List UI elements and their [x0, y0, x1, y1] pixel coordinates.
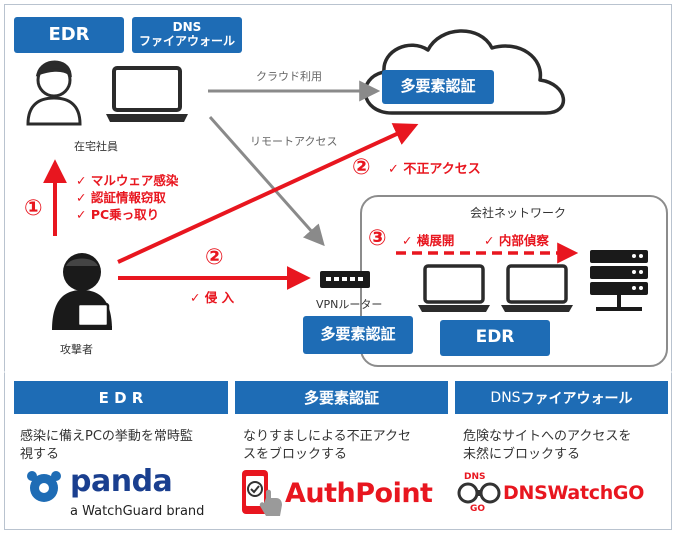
- remote-access-arrow: [208, 116, 325, 247]
- attacker-icon: [52, 253, 112, 330]
- corp-laptop-icon: [501, 264, 573, 312]
- mfa-desc-line: スをブロックする: [243, 447, 348, 462]
- remote-access-label: リモートアクセス: [250, 135, 338, 148]
- step3-number: ③: [368, 226, 387, 251]
- panda-brand-sub: a WatchGuard brand: [70, 504, 205, 519]
- bottom-mfa-title: 多要素認証: [303, 389, 379, 407]
- corp-edr-box: EDR: [440, 320, 550, 356]
- step3-label-lateral: ✓ 横展開: [402, 233, 455, 248]
- cloud-use-label: クラウド利用: [256, 70, 322, 83]
- attacker-label: 攻撃者: [60, 343, 93, 356]
- vpn-mfa-label: 多要素認証: [320, 325, 396, 344]
- unauthorized-access-arrow: [117, 123, 419, 264]
- step1-number: ①: [24, 196, 43, 221]
- step3-label-recon: ✓ 内部偵察: [484, 233, 549, 248]
- panda-logo-icon: [27, 471, 61, 502]
- edr-desc-line: 視する: [20, 447, 60, 462]
- step2a-number: ②: [352, 155, 371, 180]
- dns-desc-line: 未然にブロックする: [463, 447, 581, 462]
- cloud-mfa-label: 多要素認証: [400, 77, 476, 96]
- edr-tag: EDR: [14, 17, 124, 53]
- step1-item: ✓ PC乗っ取り: [76, 207, 160, 222]
- step1-list: ✓ マルウェア感染 ✓ 認証情報窃取 ✓ PC乗っ取り: [76, 172, 178, 223]
- step2a-label: ✓ 不正アクセス: [388, 162, 481, 177]
- step2b-label: ✓ 侵 入: [190, 290, 235, 305]
- edr-tag-label: EDR: [48, 23, 90, 45]
- dns-tag-line1: DNS: [172, 20, 202, 35]
- mfa-desc-line: なりすましによる不正アクセ: [243, 429, 411, 444]
- bottom-edr-header: E D R: [14, 381, 228, 414]
- person-icon: [26, 60, 82, 126]
- bottom-dns-desc: 危険なサイトへのアクセスを 未然にブロックする: [463, 428, 631, 464]
- cloud-mfa-box: 多要素認証: [382, 70, 494, 104]
- laptop-icon: [106, 66, 188, 122]
- dnswatchgo-brand-name: DNSWatchGO: [503, 482, 645, 504]
- dns-firewall-tag: DNS ファイアウォール: [132, 17, 242, 53]
- panda-brand-name: panda: [70, 464, 173, 499]
- bottom-edr-title: E D R: [98, 388, 144, 407]
- dnswatchgo-binoculars-icon: [457, 482, 501, 504]
- step1-item: ✓ マルウェア感染: [76, 173, 179, 188]
- vpn-mfa-box: 多要素認証: [303, 316, 413, 354]
- dns-tag-line2: ファイアウォール: [138, 34, 235, 48]
- corp-laptop-icon: [418, 264, 490, 312]
- remote-worker-label: 在宅社員: [74, 140, 118, 153]
- dnswatchgo-logo-bottom: GO: [470, 504, 486, 514]
- bottom-mfa-header: 多要素認証: [235, 381, 448, 414]
- bottom-edr-desc: 感染に備えPCの挙動を常時監 視する: [20, 428, 193, 464]
- step2b-number: ②: [205, 245, 224, 270]
- dnswatchgo-logo-top: DNS: [464, 472, 486, 482]
- server-icon: [590, 250, 648, 311]
- dns-desc-line: 危険なサイトへのアクセスを: [463, 429, 632, 444]
- bottom-mfa-desc: なりすましによる不正アクセ スをブロックする: [243, 428, 411, 464]
- edr-desc-line: 感染に備えPCの挙動を常時監: [20, 429, 193, 444]
- vpn-router-label: VPNルーター: [316, 298, 383, 311]
- step1-item: ✓ 認証情報窃取: [76, 190, 166, 205]
- corporate-network-label: 会社ネットワーク: [470, 206, 567, 220]
- bottom-dns-title-prefix: DNS: [490, 389, 521, 406]
- authpoint-brand-name: AuthPoint: [285, 478, 433, 509]
- diagram-frame: [4, 4, 672, 530]
- bottom-dns-title-suffix: ファイアウォール: [520, 390, 633, 407]
- router-icon: [320, 271, 370, 288]
- authpoint-phone-icon: [242, 470, 282, 516]
- corp-edr-label: EDR: [475, 327, 515, 348]
